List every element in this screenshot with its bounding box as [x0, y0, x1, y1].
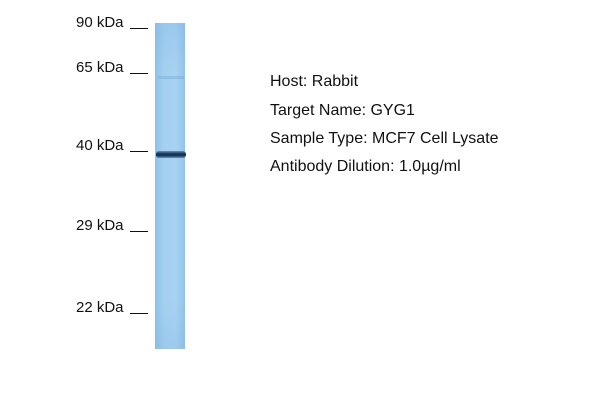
marker-label: 29 kDa — [76, 217, 124, 234]
marker-label: 40 kDa — [76, 137, 124, 154]
antibody-dilution-text: Antibody Dilution: 1.0µg/ml — [270, 158, 461, 175]
blot-lane — [155, 23, 185, 349]
marker-tick — [130, 28, 148, 29]
faint-band — [158, 76, 184, 79]
marker-tick — [130, 151, 148, 152]
marker-tick — [130, 231, 148, 232]
protein-band — [156, 151, 186, 158]
host-text: Host: Rabbit — [270, 73, 359, 90]
sample-type-text: Sample Type: MCF7 Cell Lysate — [270, 130, 499, 147]
marker-label: 22 kDa — [76, 299, 124, 316]
target-name-text: Target Name: GYG1 — [270, 102, 415, 119]
marker-tick — [130, 73, 148, 74]
marker-tick — [130, 313, 148, 314]
marker-label: 90 kDa — [76, 14, 124, 31]
marker-label: 65 kDa — [76, 59, 124, 76]
